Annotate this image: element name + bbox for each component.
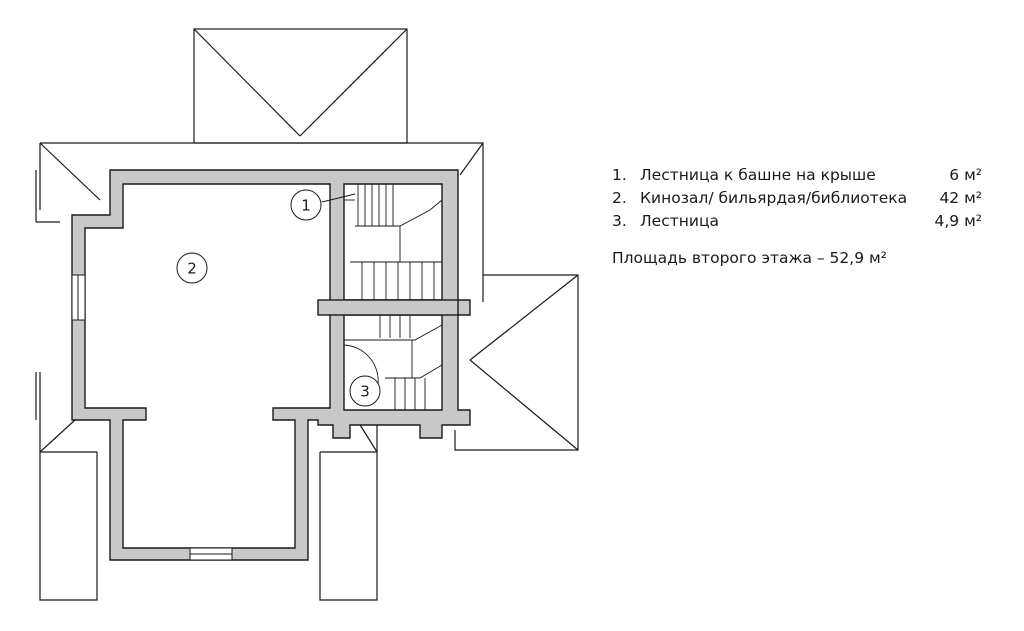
room-marker-2: 2 (176, 252, 208, 284)
room-marker-3: 3 (349, 375, 381, 407)
room-number-3: 3 (360, 383, 370, 401)
interior-wall (317, 299, 459, 316)
stair-3 (343, 315, 443, 410)
legend-item-number: 2. (612, 189, 627, 207)
stair-1 (344, 184, 443, 300)
legend-item-number: 1. (612, 166, 627, 184)
legend-item-label: Кинозал/ бильярдая/библиотека (640, 189, 908, 207)
room-number-2: 2 (187, 260, 197, 278)
roof-top (193, 28, 408, 144)
legend-item: 2. Кинозал/ бильярдая/библиотека 42 м² (612, 187, 982, 210)
roof-eave-top (35, 142, 484, 302)
roof-bottom-right (319, 419, 378, 601)
room-number-1: 1 (301, 197, 311, 215)
legend-item-number: 3. (612, 212, 627, 230)
legend-item: 1. Лестница к башне на крыше 6 м² (612, 164, 982, 187)
legend-item-label: Лестница (640, 212, 719, 230)
legend-item-area: 42 м² (939, 189, 982, 207)
room-marker-1: 1 (290, 189, 356, 221)
legend-item-area: 6 м² (949, 166, 982, 184)
walls (71, 169, 471, 561)
floor-area-total: Площадь второго этажа – 52,9 м² (612, 249, 887, 267)
roof-bottom-left (35, 372, 98, 601)
room-legend: 1. Лестница к башне на крыше 6 м² 2. Кин… (612, 164, 982, 270)
floor-plan: 1 2 3 (35, 28, 579, 601)
windows (71, 274, 233, 561)
legend-item-area: 4,9 м² (934, 212, 982, 230)
legend-item-label: Лестница к башне на крыше (640, 166, 876, 184)
legend-item: 3. Лестница 4,9 м² (612, 210, 982, 233)
roof-right (454, 274, 579, 451)
